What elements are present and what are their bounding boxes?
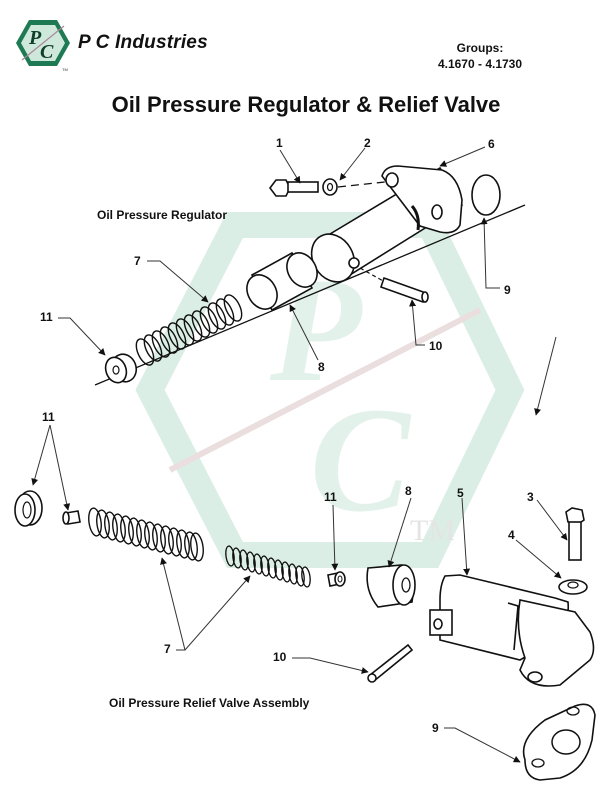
- small-plug-part-11: [62, 510, 81, 525]
- groups-label: Groups:: [456, 41, 504, 55]
- callout-7: 7: [134, 254, 141, 268]
- regulator-housing-part-6: [310, 165, 464, 283]
- svg-text:C: C: [40, 41, 54, 63]
- seal-part-11: [14, 490, 43, 527]
- callout-11: 11: [40, 310, 53, 324]
- callout-1: 1: [276, 136, 283, 150]
- sleeve-part-8-relief: [366, 564, 416, 608]
- groups-info: Groups: 4.1670 - 4.1730: [420, 40, 540, 72]
- brand-name: P C Industries: [78, 32, 208, 53]
- section-label-regulator: Oil Pressure Regulator: [97, 208, 228, 222]
- callout-6: 6: [488, 137, 495, 151]
- callout-8-relief: 8: [405, 484, 412, 498]
- bolt-part-3: [565, 507, 585, 561]
- washer-part-2: [322, 178, 338, 196]
- callout-3: 3: [527, 490, 534, 504]
- callout-9: 9: [504, 283, 511, 297]
- washer-part-4: [558, 579, 588, 595]
- callout-9-relief: 9: [432, 721, 439, 735]
- page-title: Oil Pressure Regulator & Relief Valve: [111, 92, 501, 117]
- relief-housing-part-5: [429, 574, 595, 687]
- callout-11-cap: 11: [324, 490, 337, 504]
- sleeve-part-8: [246, 251, 318, 312]
- pin-part-10-relief: [367, 643, 414, 683]
- callout-10: 10: [429, 339, 443, 353]
- pc-logo-icon: P C TM: [16, 20, 70, 72]
- svg-text:P: P: [28, 27, 42, 49]
- section-label-relief-valve: Oil Pressure Relief Valve Assembly: [109, 696, 310, 710]
- callout-10-relief: 10: [273, 650, 287, 664]
- cap-part-11: [327, 571, 346, 587]
- pin-part-10: [379, 276, 429, 304]
- plug-part-11: [104, 353, 138, 384]
- svg-text:C: C: [310, 377, 412, 543]
- callout-7-relief: 7: [164, 642, 171, 656]
- spring-part-7: [135, 294, 243, 366]
- callout-8: 8: [318, 360, 325, 374]
- callout-4: 4: [508, 528, 515, 542]
- callout-11-seal: 11: [42, 410, 55, 424]
- groups-range: 4.1670 - 4.1730: [437, 57, 523, 71]
- oring-part-9: [471, 174, 501, 216]
- callout-2: 2: [364, 136, 371, 150]
- gasket-part-9: [522, 703, 596, 781]
- callout-5: 5: [457, 486, 464, 500]
- small-spring-part-7: [225, 545, 311, 588]
- bolt-part-1: [269, 179, 319, 197]
- svg-text:TM: TM: [62, 67, 68, 72]
- large-spring-part-7: [88, 507, 204, 562]
- svg-text:TM: TM: [410, 514, 455, 547]
